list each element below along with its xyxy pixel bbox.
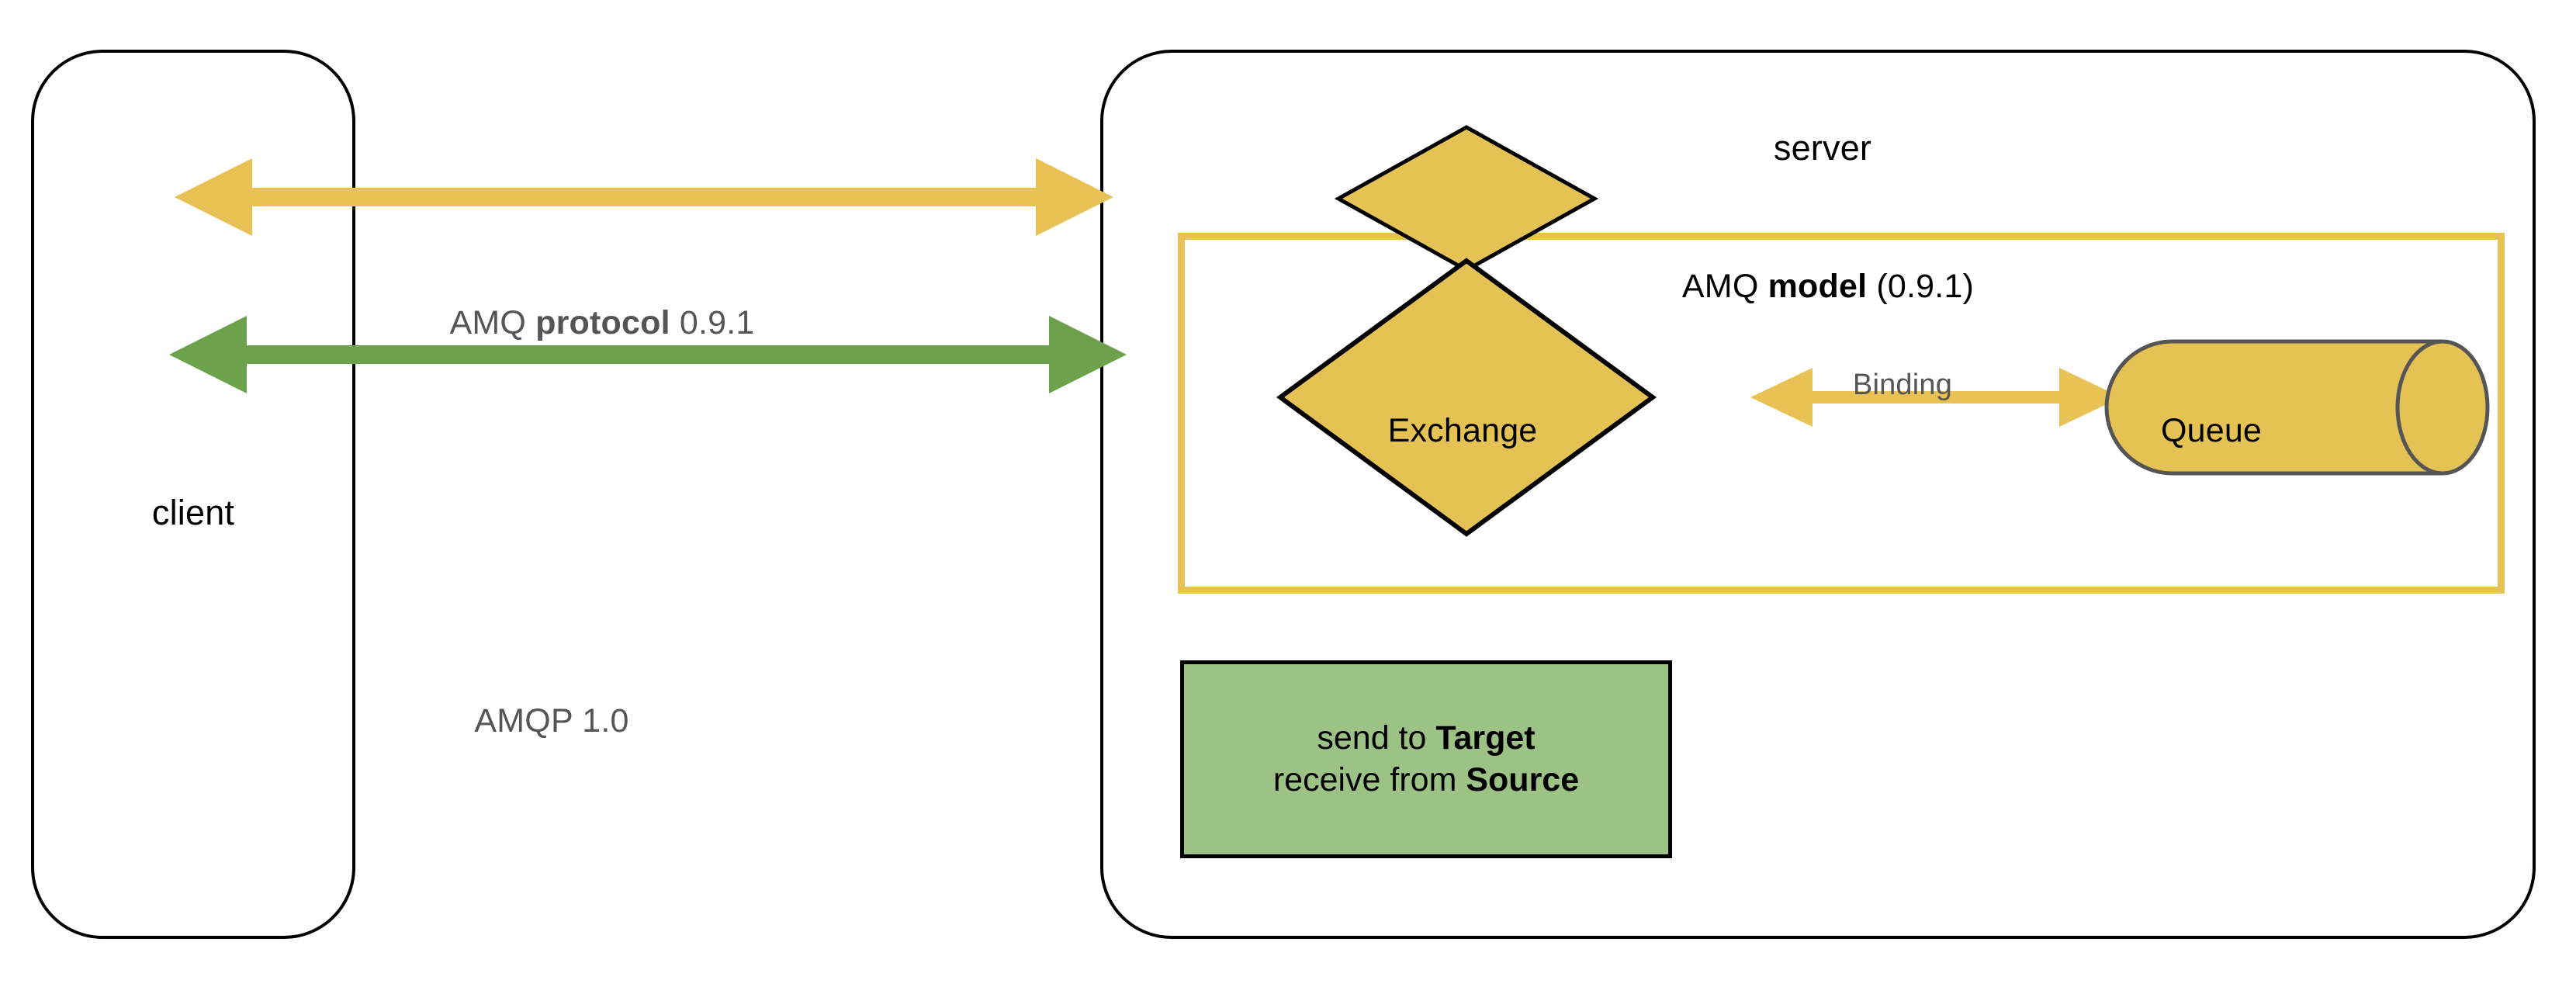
queue-shape bbox=[2104, 339, 2490, 476]
amqp-terms-box: send to Target receive from Source bbox=[1180, 660, 1672, 858]
amq-protocol-label: AMQ protocol 0.9.1 bbox=[449, 304, 755, 341]
amqp-1-0-label: AMQP 1.0 bbox=[474, 702, 629, 739]
binding-arrow bbox=[1750, 368, 2121, 427]
amq-model-label: AMQ model (0.9.1) bbox=[1681, 268, 1975, 305]
client-label: client bbox=[151, 493, 235, 532]
amqp-1-0-arrow bbox=[169, 316, 1127, 393]
amq-protocol-arrow bbox=[175, 158, 1113, 236]
exchange-label: Exchange bbox=[1387, 412, 1538, 449]
server-label: server bbox=[1773, 128, 1872, 168]
amqp-send-line: send to Target bbox=[1317, 719, 1536, 757]
queue-label: Queue bbox=[2160, 412, 2263, 449]
binding-label: Binding bbox=[1852, 369, 1953, 401]
exchange-diamond bbox=[1276, 258, 1657, 537]
amqp-receive-line: receive from Source bbox=[1272, 760, 1580, 798]
